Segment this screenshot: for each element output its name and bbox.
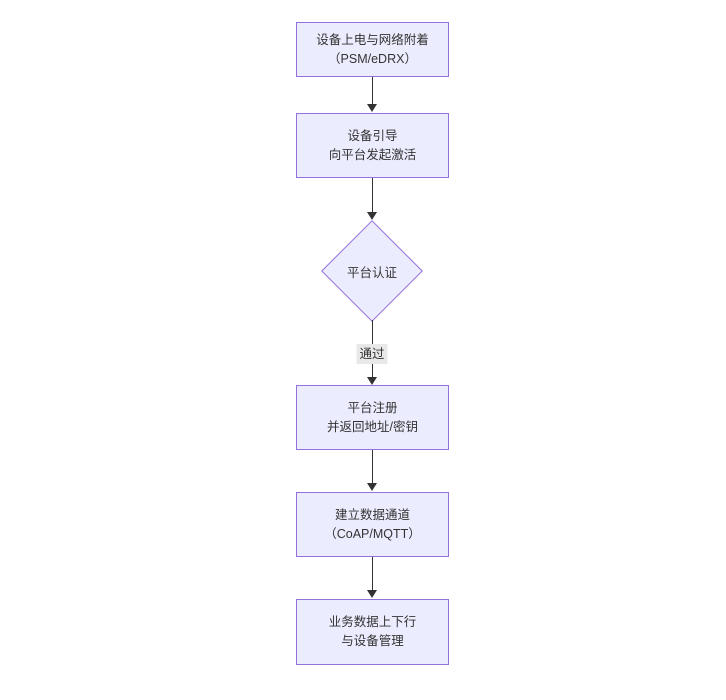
edge-label-pass: 通过 [356, 344, 388, 364]
flow-connector [372, 557, 373, 590]
node-device-power-attach: 设备上电与网络附着 （PSM/eDRX） [296, 22, 449, 77]
node-device-bootstrap: 设备引导 向平台发起激活 [296, 113, 449, 178]
decision-diamond-label: 平台认证 [322, 261, 422, 281]
arrowhead-icon [367, 212, 377, 220]
node-label-line: 向平台发起激活 [328, 147, 417, 162]
node-label-line: 业务数据上下行 [328, 615, 417, 629]
node-label-line: 并返回地址/密钥 [327, 419, 418, 434]
arrowhead-icon [367, 104, 377, 112]
arrowhead-icon [367, 377, 377, 385]
node-label-line: 与设备管理 [341, 634, 404, 648]
arrowhead-icon [367, 483, 377, 491]
node-label-line: 设备引导 [347, 128, 398, 143]
node-label-line: 平台认证 [346, 265, 397, 280]
node-data-channel: 建立数据通道 （CoAP/MQTT） [296, 492, 449, 557]
flow-connector [372, 178, 373, 212]
node-label-line: （CoAP/MQTT） [324, 526, 421, 541]
flow-connector [372, 77, 373, 104]
node-label-line: 设备上电与网络附着 [316, 32, 429, 47]
arrowhead-icon [367, 590, 377, 598]
node-platform-register: 平台注册 并返回地址/密钥 [296, 385, 449, 450]
node-label-line: 建立数据通道 [334, 507, 410, 522]
node-label-line: 平台注册 [347, 400, 398, 415]
node-business-data-mgmt: 业务数据上下行 与设备管理 [296, 599, 449, 665]
node-label-line: （PSM/eDRX） [328, 51, 417, 66]
flow-connector [372, 450, 373, 483]
